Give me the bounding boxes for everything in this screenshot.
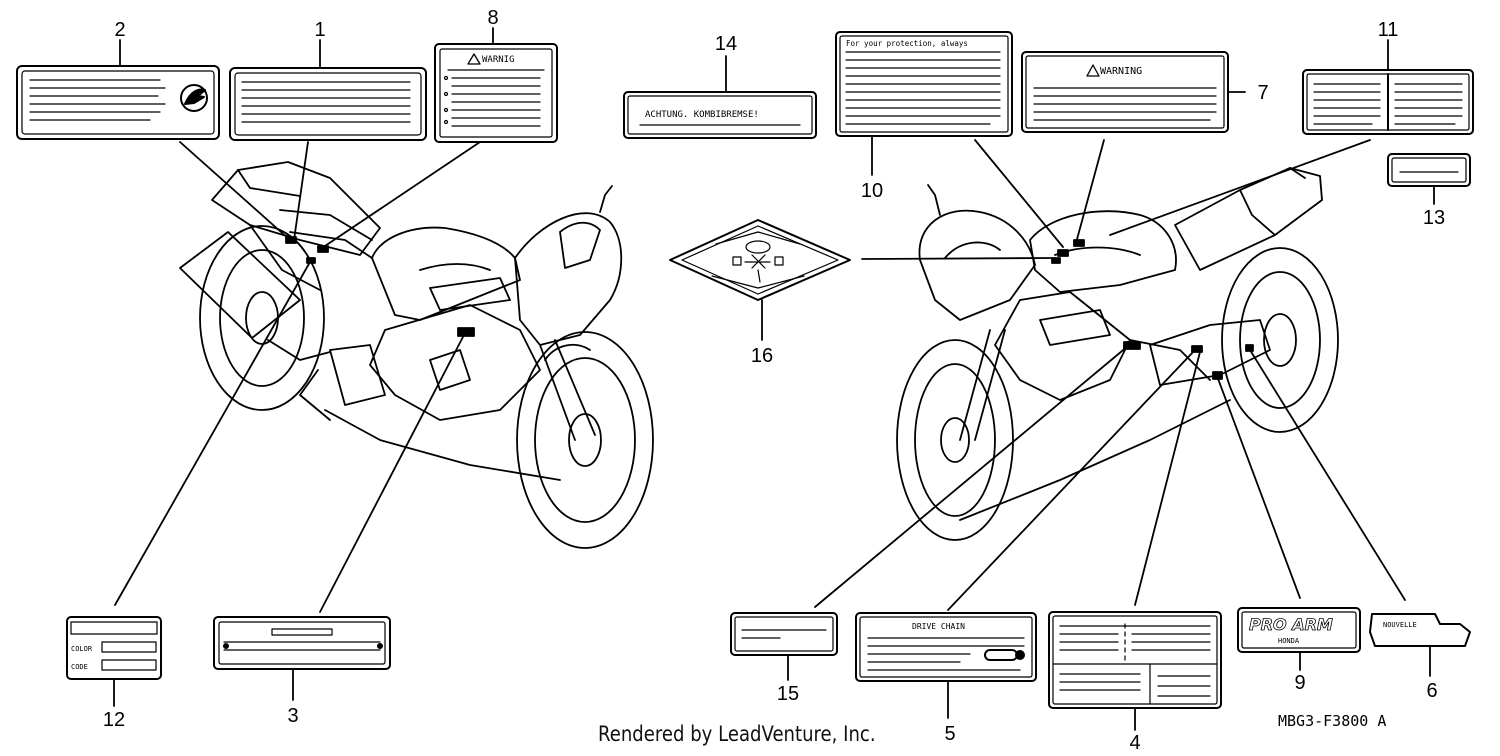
key-icon xyxy=(984,649,1025,661)
callout-1: 1 xyxy=(314,19,325,41)
callout-2: 2 xyxy=(114,19,125,41)
callout-9: 9 xyxy=(1294,672,1305,694)
warning-triangle-icon xyxy=(467,53,481,65)
label-6-nouvelle xyxy=(1369,613,1471,647)
label-12-color-text: COLOR xyxy=(71,645,93,653)
callout-7: 7 xyxy=(1257,82,1268,104)
callout-8: 8 xyxy=(487,7,498,29)
callout-12: 12 xyxy=(103,709,125,731)
label-14-achtung xyxy=(623,91,817,139)
label-9-honda-text: HONDA xyxy=(1278,637,1300,645)
label-3 xyxy=(213,616,391,670)
callout-11: 11 xyxy=(1378,19,1399,41)
label-1 xyxy=(229,67,427,141)
label-11 xyxy=(1302,69,1474,135)
label-9-pro-arm-text: PRO ARM xyxy=(1249,615,1333,634)
label-10 xyxy=(835,31,1013,137)
leader-lines xyxy=(114,139,1406,613)
callout-5: 5 xyxy=(944,723,955,745)
label-5-text: DRIVE CHAIN xyxy=(912,622,965,631)
warning-triangle-icon xyxy=(1086,64,1100,77)
callout-4: 4 xyxy=(1129,732,1140,754)
label-10-text: For your protection, always xyxy=(846,39,968,48)
label-13 xyxy=(1387,153,1471,187)
label-7-text: WARNING xyxy=(1100,66,1142,77)
label-7-warning xyxy=(1021,51,1229,133)
credit-text: Rendered by LeadVenture, Inc. xyxy=(598,722,876,746)
label-5-drive-chain xyxy=(855,612,1037,682)
diagram-code: MBG3-F3800 A xyxy=(1278,712,1387,730)
motorcycle-left-view xyxy=(179,161,654,549)
callout-14: 14 xyxy=(715,33,737,55)
label-16-emission-diamond xyxy=(669,219,851,301)
label-9-pro-arm xyxy=(1237,607,1361,653)
honda-wing-logo-icon xyxy=(180,84,208,112)
callout-13: 13 xyxy=(1423,207,1445,229)
callout-3: 3 xyxy=(287,705,298,727)
callout-10: 10 xyxy=(861,180,883,202)
callout-16: 16 xyxy=(751,345,773,367)
label-8-warnig xyxy=(434,43,558,143)
label-4 xyxy=(1048,611,1222,709)
callout-6: 6 xyxy=(1426,680,1437,702)
label-2-honda-wing xyxy=(16,65,220,140)
label-6-text: NOUVELLE xyxy=(1383,621,1417,629)
label-12-code-text: CODE xyxy=(71,663,88,671)
label-15 xyxy=(730,612,838,656)
callout-15: 15 xyxy=(777,683,799,705)
label-14-text: ACHTUNG. KOMBIBREMSE! xyxy=(645,110,759,120)
label-8-text: WARNIG xyxy=(482,55,515,65)
